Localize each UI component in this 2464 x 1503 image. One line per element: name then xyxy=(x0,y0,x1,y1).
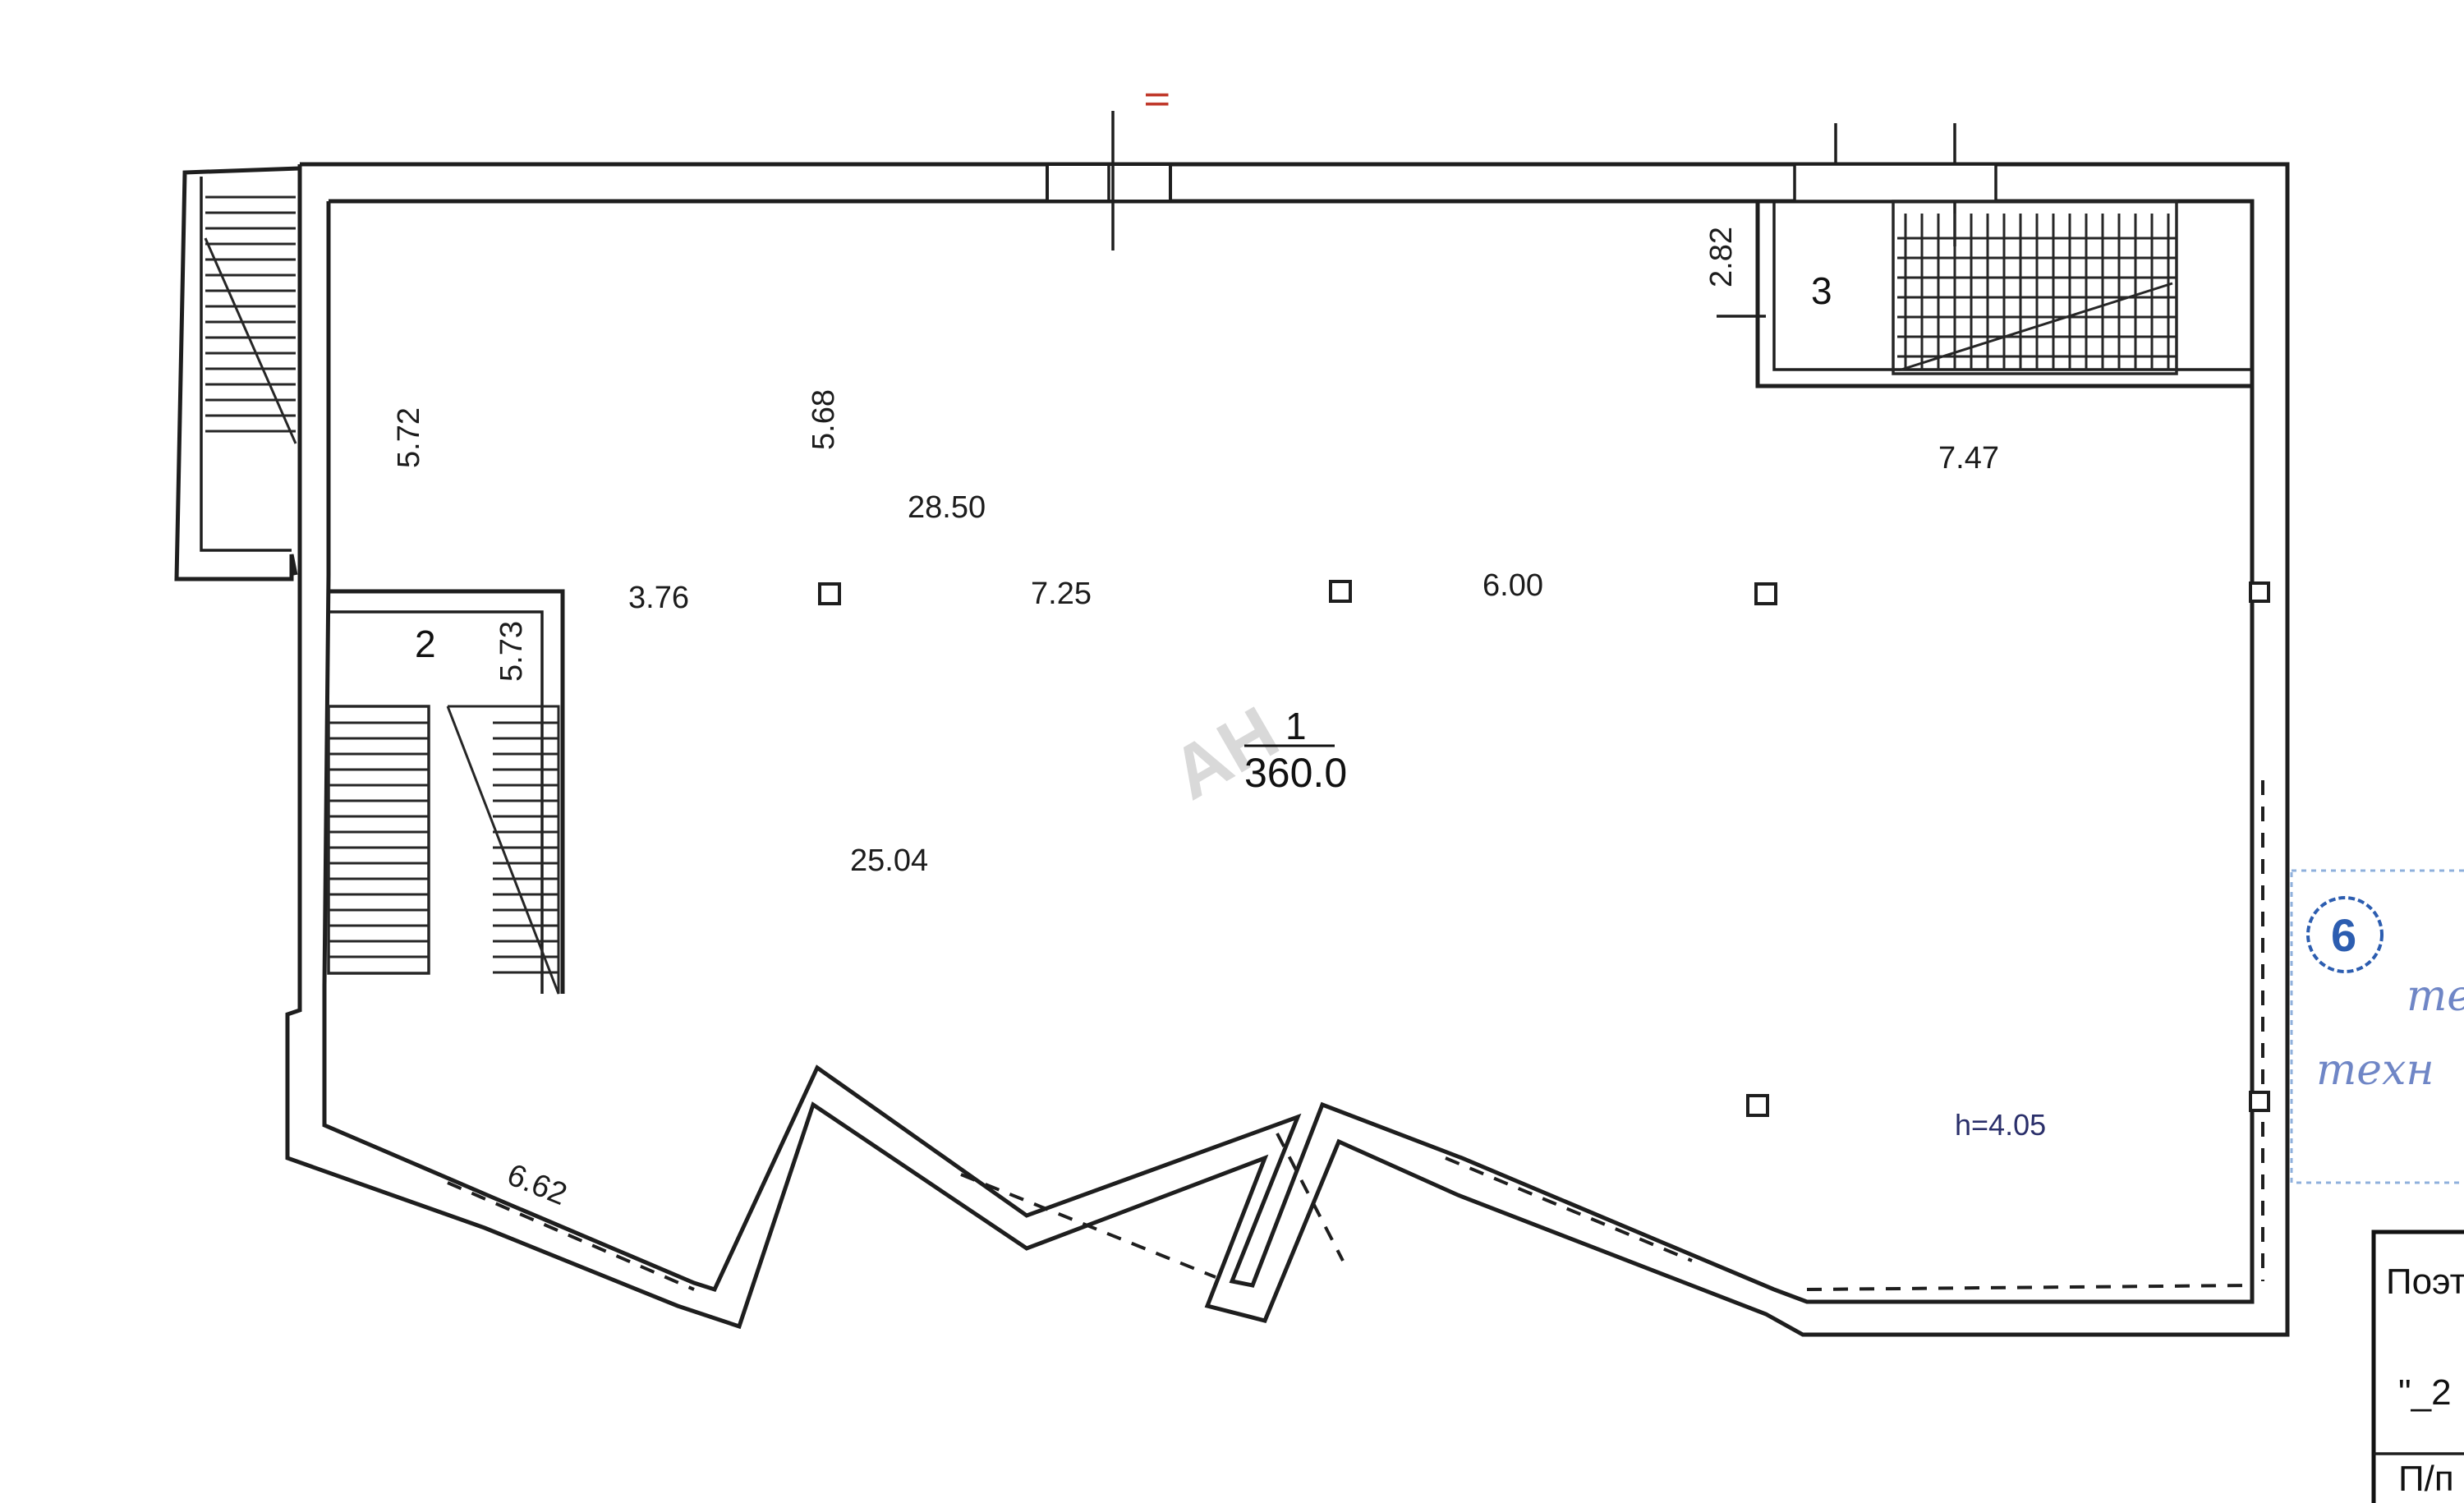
stamp: 6 те техн xyxy=(2290,869,2464,1184)
dim-6-00: 6.00 xyxy=(1483,568,1543,603)
dim-25-04: 25.04 xyxy=(850,843,928,878)
stamp-text-2: техн xyxy=(2316,1046,2434,1095)
columns xyxy=(818,580,1777,1117)
room-2-stairwell xyxy=(327,589,565,995)
dim-7-25: 7.25 xyxy=(1031,577,1092,611)
room-1-number: 1 xyxy=(1285,705,1307,747)
ceiling-height: h=4.05 xyxy=(1955,1108,2046,1142)
title-block: Поэт "_2 П/п xyxy=(2371,1230,2464,1503)
dim-5-68: 5.68 xyxy=(807,389,841,450)
stamp-number: 6 xyxy=(2331,909,2356,961)
bottom-windows xyxy=(447,1133,1693,1291)
top-window xyxy=(1046,111,1172,250)
column xyxy=(818,582,841,605)
right-wall-openings xyxy=(1806,581,2289,1291)
dim-28-50: 28.50 xyxy=(908,490,986,525)
outer-wall xyxy=(285,162,2290,1337)
room-1-area: 360.0 xyxy=(1244,750,1347,796)
column xyxy=(1754,582,1777,605)
left-external-stair xyxy=(174,166,301,581)
section-mark: II xyxy=(1138,90,1175,108)
dim-5-72: 5.72 xyxy=(392,407,426,468)
dim-7-47: 7.47 xyxy=(1938,441,1999,476)
title-block-row-1: Поэт xyxy=(2386,1262,2464,1302)
dim-3-76: 3.76 xyxy=(628,581,689,615)
dim-5-73: 5.73 xyxy=(494,621,529,682)
title-block-row-2: "_2 xyxy=(2398,1372,2452,1413)
room-2-number: 2 xyxy=(415,623,436,665)
room-3-number: 3 xyxy=(1811,269,1832,312)
dim-2-82: 2.82 xyxy=(1704,227,1739,287)
column xyxy=(1746,1094,1769,1117)
stamp-text-1: те xyxy=(2407,972,2464,1021)
room-3-stairwell xyxy=(1717,123,2252,388)
column xyxy=(1329,580,1352,603)
title-block-row-3: П/п xyxy=(2398,1459,2454,1499)
